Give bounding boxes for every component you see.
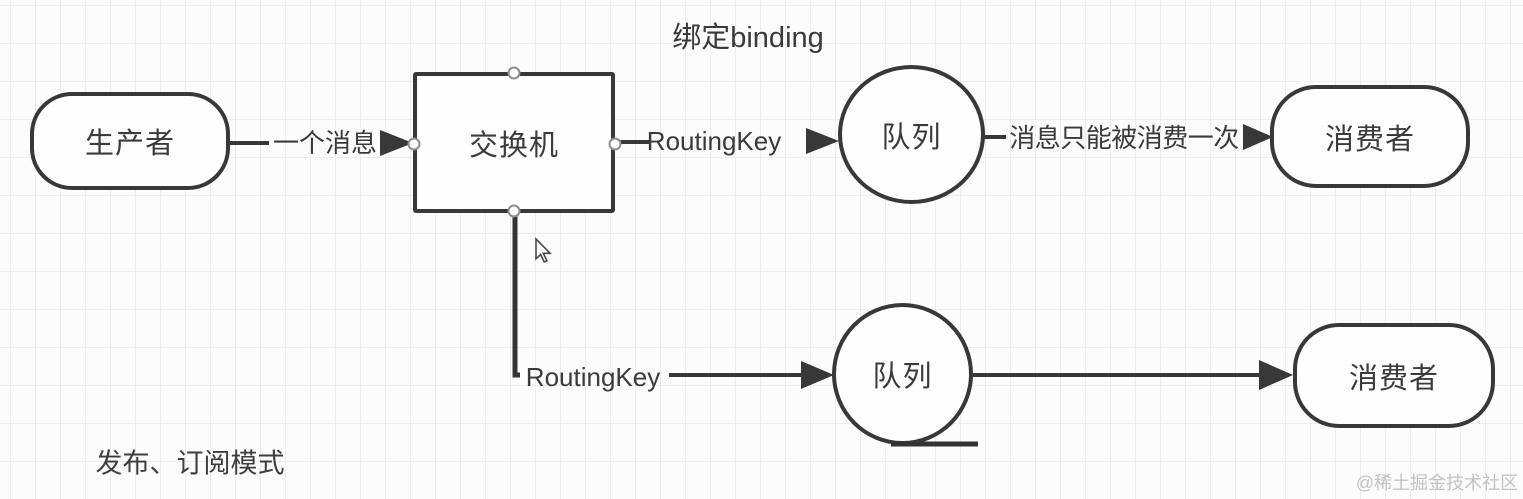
edge-label-consume-once[interactable]: 消息只能被消费一次 bbox=[1009, 123, 1239, 153]
node-consumer-top-label: 消费者 bbox=[1324, 123, 1415, 156]
node-queue-top[interactable]: 队列 bbox=[838, 65, 985, 204]
edge-label-routingkey-bottom[interactable]: RoutingKey bbox=[525, 362, 661, 392]
node-queue-bottom[interactable]: 队列 bbox=[832, 303, 973, 445]
node-queue-top-label: 队列 bbox=[881, 121, 942, 154]
node-exchange[interactable]: 交换机 bbox=[413, 72, 615, 213]
mouse-cursor bbox=[535, 237, 553, 264]
edge-label-one-message[interactable]: 一个消息 bbox=[272, 128, 378, 158]
node-queue-bottom-label: 队列 bbox=[872, 361, 933, 393]
node-consumer-bottom[interactable]: 消费者 bbox=[1293, 323, 1495, 428]
watermark-text: @稀土掘金技术社区 bbox=[1355, 473, 1519, 493]
node-producer[interactable]: 生产者 bbox=[30, 92, 230, 190]
node-consumer-bottom-label: 消费者 bbox=[1348, 362, 1439, 395]
edge-label-routingkey-top[interactable]: RoutingKey bbox=[646, 126, 782, 156]
node-exchange-label: 交换机 bbox=[468, 129, 559, 162]
node-producer-label: 生产者 bbox=[84, 128, 175, 160]
edge-queue-bottom-to-consumer-bottom[interactable] bbox=[973, 360, 1293, 390]
diagram-title[interactable]: 绑定binding bbox=[672, 22, 824, 54]
node-consumer-top[interactable]: 消费者 bbox=[1270, 85, 1470, 188]
diagram-caption[interactable]: 发布、订阅模式 bbox=[95, 448, 285, 479]
